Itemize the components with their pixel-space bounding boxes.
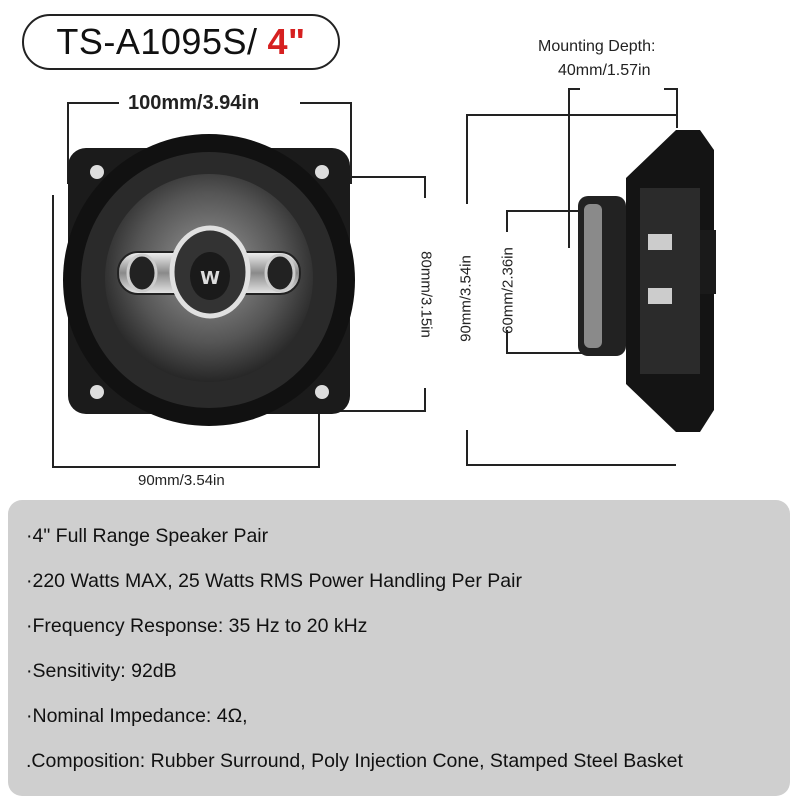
specs-panel: ·4" Full Range Speaker Pair ·220 Watts M… xyxy=(8,500,790,796)
front-width-tick-left xyxy=(67,102,69,184)
front-bottom-tick-right xyxy=(318,412,320,468)
model-title-pill: TS-A1095S/ 4" xyxy=(22,14,340,70)
front-height-upper xyxy=(424,176,426,198)
front-bottom-tick-left xyxy=(52,195,54,467)
spec-line: ·Nominal Impedance: 4Ω, xyxy=(26,705,248,727)
spec-line: ·Sensitivity: 92dB xyxy=(26,660,177,682)
side-height-bottom xyxy=(466,464,676,466)
magnet-height-top xyxy=(506,210,582,212)
spec-line: ·220 Watts MAX, 25 Watts RMS Power Handl… xyxy=(26,570,522,592)
front-bottom-line xyxy=(52,466,320,468)
speaker-size: 4" xyxy=(267,21,306,62)
front-height-line-top xyxy=(320,176,426,178)
depth-tick-right xyxy=(676,88,678,128)
magnet-height-bottom xyxy=(506,352,582,354)
spec-line: ·Frequency Response: 35 Hz to 20 kHz xyxy=(26,615,368,637)
side-height-top xyxy=(466,114,676,116)
mounting-depth-label: Mounting Depth: xyxy=(538,38,656,55)
front-bottom-label: 90mm/3.54in xyxy=(138,472,225,489)
spec-line: ·4" Full Range Speaker Pair xyxy=(26,525,269,547)
depth-top-left xyxy=(568,88,580,90)
spec-line: .Composition: Rubber Surround, Poly Inje… xyxy=(26,750,683,772)
front-width-line-right xyxy=(300,102,352,104)
mounting-depth-value: 40mm/1.57in xyxy=(558,62,651,79)
side-height-lower xyxy=(466,430,468,466)
front-width-label: 100mm/3.94in xyxy=(128,92,260,114)
side-height-upper xyxy=(466,114,468,204)
model-number: TS-A1095S/ xyxy=(56,21,258,62)
front-height-line-bottom xyxy=(320,410,426,412)
depth-top-right xyxy=(664,88,678,90)
front-height-lower xyxy=(424,388,426,410)
magnet-height-upper xyxy=(506,210,508,232)
front-width-tick-right xyxy=(350,102,352,184)
svg-text:W: W xyxy=(200,268,220,289)
depth-tick-left xyxy=(568,88,570,248)
magnet-height-lower xyxy=(506,330,508,354)
front-width-line-left xyxy=(67,102,119,104)
